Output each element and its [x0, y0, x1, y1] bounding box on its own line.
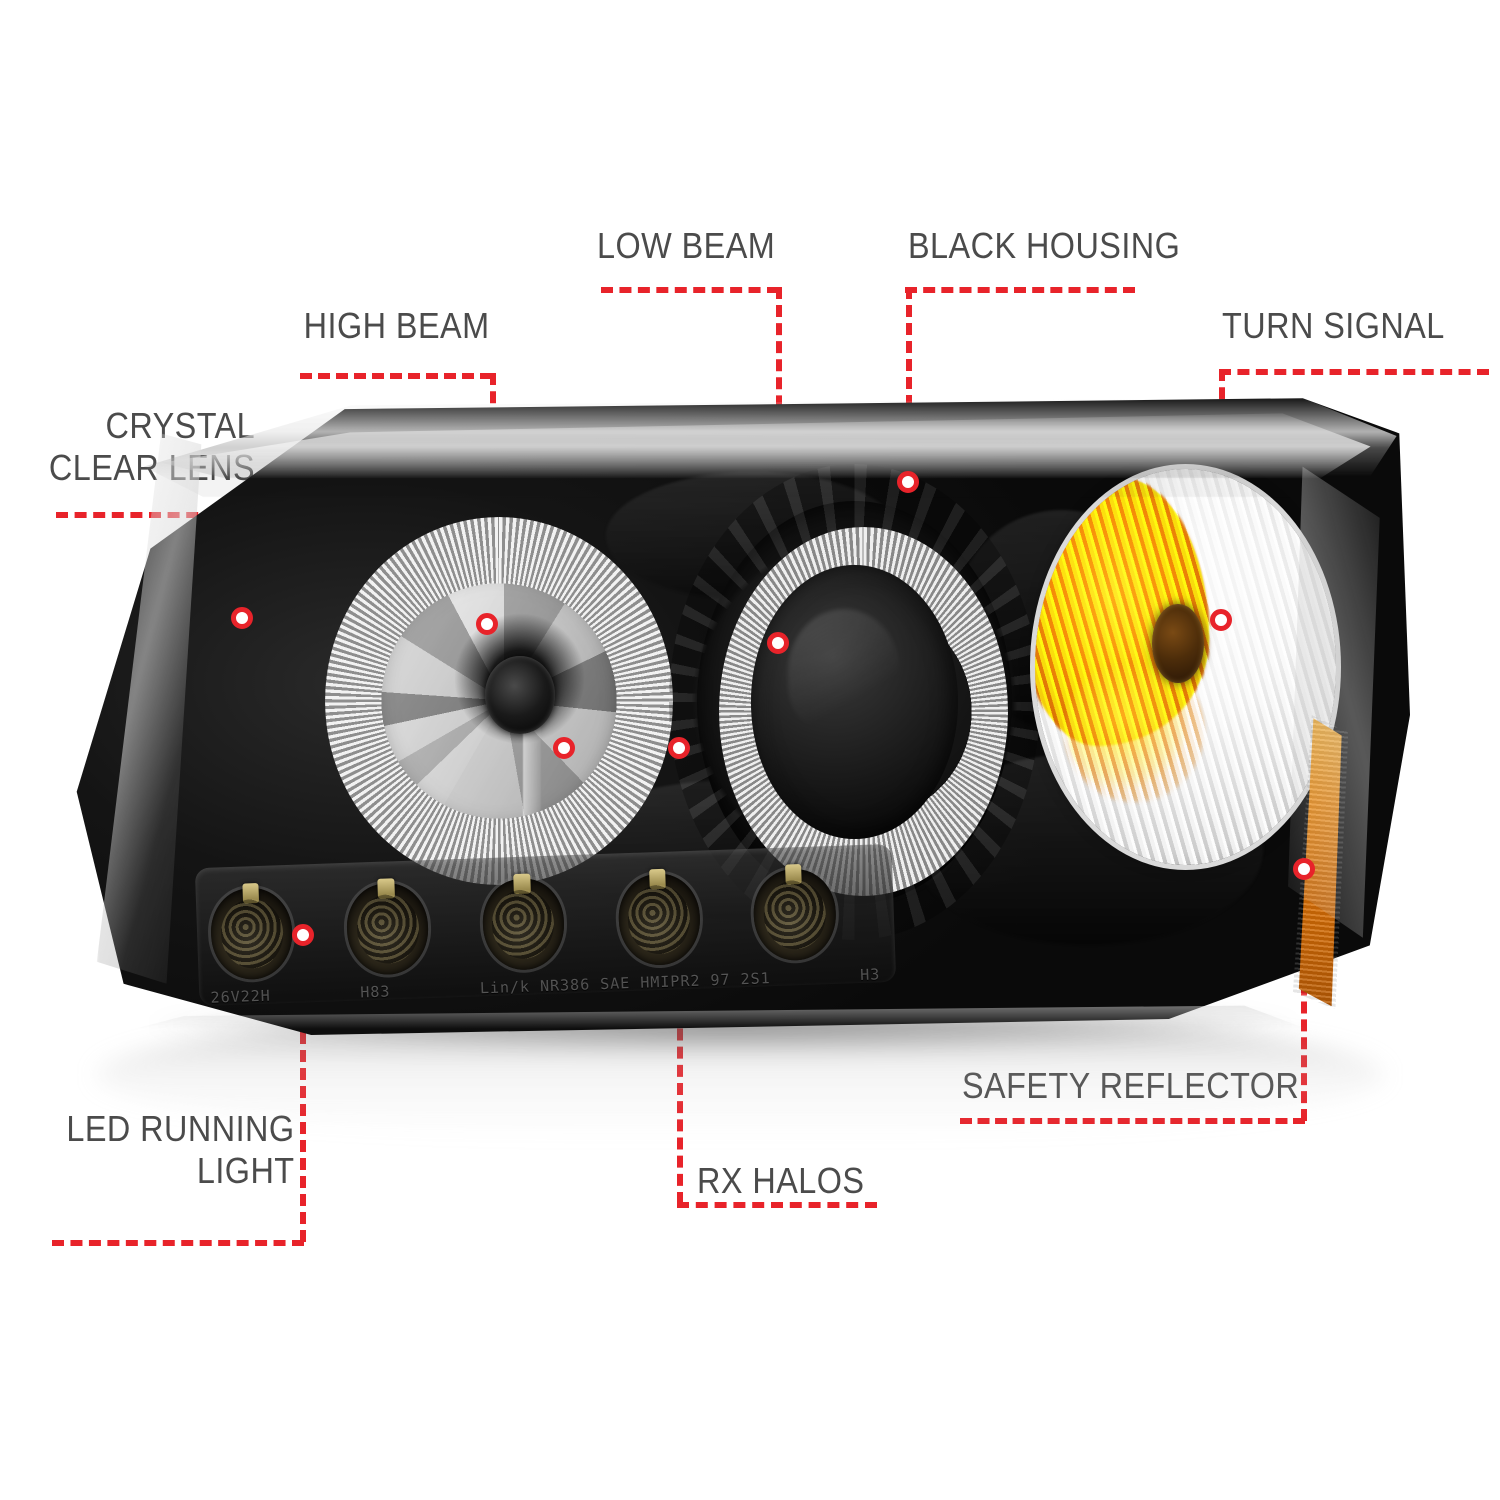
led-bulb — [617, 872, 702, 967]
leader-turn-signal-h — [1219, 369, 1489, 375]
marking-left: 26V22H — [209, 986, 271, 1008]
high-beam-reflector — [324, 516, 673, 885]
callout-dot-rx-halos-left — [553, 737, 575, 759]
callout-dot-rx-halos-right — [668, 737, 690, 759]
callout-dot-high-beam — [476, 613, 498, 635]
led-bulb — [345, 881, 431, 976]
turn-signal-bulb — [1152, 603, 1204, 683]
callout-dot-crystal-clear-lens — [231, 607, 253, 629]
callout-label-low-beam: LOW BEAM — [597, 225, 776, 266]
callout-label-safety-reflector: SAFETY REFLECTOR — [962, 1065, 1299, 1107]
high-beam-halo-ring — [324, 516, 673, 885]
leader-led-running-light-v — [300, 942, 306, 1242]
projector-lens — [750, 565, 959, 840]
headlight-assembly: 26V22H H83 Lin/k NR386 SAE HMIPR2 97 2S1… — [70, 395, 1410, 1035]
leader-low-beam-h — [601, 287, 779, 293]
callout-dot-black-housing — [897, 471, 919, 493]
callout-label-turn-signal: TURN SIGNAL — [1222, 305, 1445, 346]
led-bulb — [209, 886, 295, 981]
callout-dot-led-running-light — [292, 924, 314, 946]
leader-rx-halos-h-underline — [677, 1202, 877, 1208]
callout-label-rx-halos: RX HALOS — [697, 1160, 865, 1201]
leader-black-housing-h — [905, 287, 1135, 293]
leader-led-running-light-h — [52, 1240, 304, 1246]
led-bulb — [752, 867, 838, 962]
leader-safety-reflector-h — [960, 1118, 1305, 1124]
callout-dot-turn-signal — [1210, 609, 1232, 631]
led-bulb — [481, 877, 567, 971]
callout-dot-safety-reflector — [1293, 858, 1315, 880]
leader-safety-reflector-v — [1301, 876, 1307, 1121]
leader-black-housing-v — [906, 287, 912, 479]
callout-label-high-beam: HIGH BEAM — [304, 305, 490, 346]
low-beam-projector — [668, 464, 1041, 941]
callout-dot-low-beam — [767, 632, 789, 654]
turn-signal-lens — [1034, 468, 1337, 866]
leader-high-beam-h — [300, 373, 492, 379]
callout-label-black-housing: BLACK HOUSING — [908, 225, 1181, 266]
callout-label-led-running-light: LED RUNNING LIGHT — [66, 1108, 295, 1191]
